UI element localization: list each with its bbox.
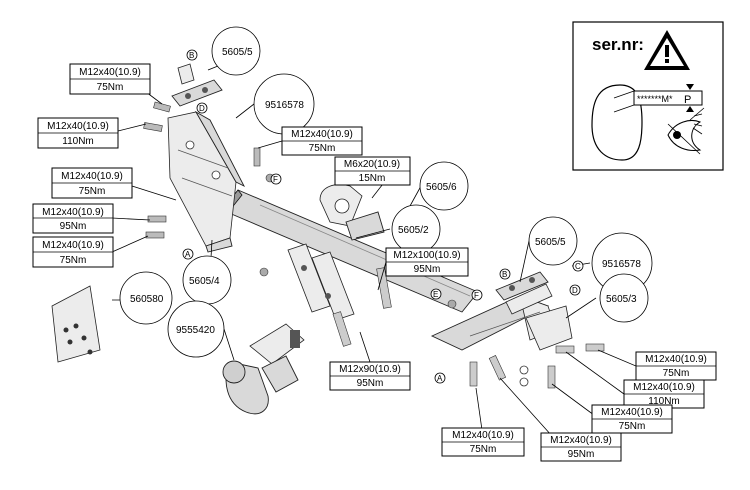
part-number-labels: 5605/5 9516578 5605/6 5605/2 5605/4 5605… bbox=[119, 26, 653, 358]
svg-text:95Nm: 95Nm bbox=[414, 264, 441, 275]
bolt-spec-b9: M12x90(10.9) 95Nm bbox=[329, 361, 411, 391]
marker-e: E bbox=[433, 290, 438, 299]
eye-icon bbox=[667, 107, 705, 155]
svg-text:110Nm: 110Nm bbox=[648, 396, 680, 407]
middle-clamp-plate bbox=[287, 243, 355, 321]
bolt-spec-b3: M12x40(10.9) 75Nm bbox=[281, 126, 363, 156]
bolt-spec-b11: M12x40(10.9) 110Nm bbox=[623, 379, 705, 409]
part-label-9516578-right: 9516578 bbox=[602, 259, 641, 270]
svg-text:M12x40(10.9): M12x40(10.9) bbox=[291, 129, 353, 140]
part-label-5605-5-top: 5605/5 bbox=[222, 47, 253, 58]
bolt-spec-b2: M12x40(10.9) 110Nm bbox=[37, 117, 119, 149]
marker-b-top: B bbox=[189, 51, 194, 60]
svg-text:75Nm: 75Nm bbox=[97, 82, 124, 93]
marker-d-top: D bbox=[199, 104, 205, 113]
serial-panel-title: ser.nr: bbox=[592, 35, 644, 54]
part-label-5605-5-right: 5605/5 bbox=[535, 237, 566, 248]
svg-text:M12x40(10.9): M12x40(10.9) bbox=[79, 67, 141, 78]
bolt-spec-b13: M12x40(10.9) 75Nm bbox=[441, 427, 525, 457]
left-side-bracket bbox=[167, 110, 246, 253]
svg-text:M12x40(10.9): M12x40(10.9) bbox=[47, 121, 109, 132]
svg-text:95Nm: 95Nm bbox=[60, 221, 87, 232]
part-label-5605-6: 5605/6 bbox=[426, 182, 457, 193]
svg-text:M12x40(10.9): M12x40(10.9) bbox=[61, 171, 123, 182]
marker-c-right: C bbox=[575, 262, 581, 271]
svg-text:M12x40(10.9): M12x40(10.9) bbox=[633, 382, 695, 393]
marker-f-left: F bbox=[273, 175, 278, 184]
svg-text:M12x40(10.9): M12x40(10.9) bbox=[645, 354, 707, 365]
serial-p-text: P bbox=[684, 94, 691, 106]
fastener-set bbox=[143, 101, 605, 389]
bolt-spec-b14: M12x40(10.9) 95Nm bbox=[540, 432, 622, 462]
svg-text:M12x40(10.9): M12x40(10.9) bbox=[42, 240, 104, 251]
marker-d-right: D bbox=[572, 286, 578, 295]
svg-text:M12x40(10.9): M12x40(10.9) bbox=[550, 435, 612, 446]
bolt-spec-boxes: M12x40(10.9) 75Nm M12x40(10.9) 110Nm M12… bbox=[32, 63, 717, 462]
part-label-5605-4: 5605/4 bbox=[189, 276, 220, 287]
bolt-spec-b5: M12x40(10.9) 75Nm bbox=[51, 167, 133, 199]
marker-b-right: B bbox=[502, 270, 507, 279]
right-top-bracket bbox=[495, 271, 549, 301]
part-label-5605-3: 5605/3 bbox=[606, 294, 637, 305]
bolt-spec-b4: M6x20(10.9) 15Nm bbox=[334, 156, 411, 186]
mounting-kit-plate bbox=[51, 285, 101, 363]
marker-a-right: A bbox=[437, 374, 443, 383]
svg-text:M12x90(10.9): M12x90(10.9) bbox=[339, 364, 401, 375]
bolt-spec-b8: M12x100(10.9) 95Nm bbox=[385, 247, 469, 277]
part-label-5605-2: 5605/2 bbox=[398, 225, 429, 236]
serial-code-text: *******M* bbox=[637, 94, 673, 104]
svg-text:M12x40(10.9): M12x40(10.9) bbox=[601, 407, 663, 418]
svg-text:75Nm: 75Nm bbox=[79, 186, 106, 197]
svg-text:M12x100(10.9): M12x100(10.9) bbox=[393, 250, 460, 261]
svg-text:75Nm: 75Nm bbox=[60, 255, 87, 266]
part-label-9516578-top: 9516578 bbox=[265, 100, 304, 111]
bolt-spec-b7: M12x40(10.9) 75Nm bbox=[32, 236, 114, 268]
bolt-spec-b10: M12x40(10.9) 75Nm bbox=[635, 351, 717, 381]
bolt-spec-b6: M12x40(10.9) 95Nm bbox=[32, 203, 114, 234]
svg-text:110Nm: 110Nm bbox=[62, 136, 94, 147]
leader-lines bbox=[111, 61, 637, 437]
warning-triangle-icon bbox=[644, 30, 690, 70]
tow-ball-neck bbox=[222, 323, 305, 415]
bolt-spec-b12: M12x40(10.9) 75Nm bbox=[591, 404, 673, 434]
svg-text:15Nm: 15Nm bbox=[359, 173, 386, 184]
svg-text:M6x20(10.9): M6x20(10.9) bbox=[344, 159, 400, 170]
svg-text:75Nm: 75Nm bbox=[470, 444, 497, 455]
serial-number-panel: ser.nr: *******M* P bbox=[572, 21, 724, 171]
marker-f-right: F bbox=[474, 291, 479, 300]
part-label-9555420: 9555420 bbox=[176, 325, 215, 336]
marker-a-left: A bbox=[185, 250, 191, 259]
svg-text:75Nm: 75Nm bbox=[619, 421, 646, 432]
part-label-560580: 560580 bbox=[130, 294, 164, 305]
svg-text:95Nm: 95Nm bbox=[568, 449, 595, 460]
bolt-spec-b1: M12x40(10.9) 75Nm bbox=[69, 63, 151, 95]
top-bracket bbox=[171, 63, 223, 107]
right-side-bracket bbox=[430, 283, 573, 351]
svg-text:M12x40(10.9): M12x40(10.9) bbox=[42, 207, 104, 218]
svg-text:M12x40(10.9): M12x40(10.9) bbox=[452, 430, 514, 441]
svg-text:95Nm: 95Nm bbox=[357, 378, 384, 389]
svg-text:75Nm: 75Nm bbox=[309, 143, 336, 154]
svg-text:75Nm: 75Nm bbox=[663, 368, 690, 379]
